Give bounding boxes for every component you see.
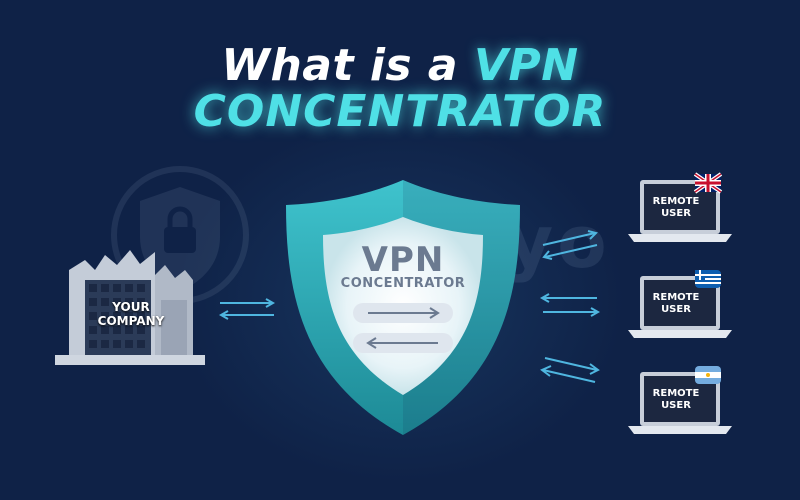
page-title-line1: What is a VPN	[0, 40, 800, 91]
laptop-icon	[628, 270, 732, 338]
company-building-icon	[55, 250, 205, 365]
greece-flag-icon	[695, 270, 721, 288]
remote-user-label: REMOTE USER	[652, 196, 700, 219]
laptop-icon	[628, 172, 732, 242]
remote-user-label: REMOTE USER	[652, 388, 700, 411]
concentrator-subtitle: CONCENTRATOR	[340, 276, 466, 291]
laptop-icon	[628, 366, 732, 434]
uk-flag-icon	[693, 172, 723, 194]
user1-arrow-pair	[542, 230, 598, 260]
vpn-shield-icon	[286, 180, 520, 435]
company-label: YOUR COMPANY	[97, 300, 165, 328]
remote-user-label: REMOTE USER	[652, 292, 700, 315]
title-highlight: VPN	[473, 40, 579, 91]
page-title-line2: CONCENTRATOR	[193, 86, 607, 137]
user3-arrow-pair	[540, 357, 600, 383]
company-arrow-pair	[218, 298, 276, 320]
concentrator-title: VPN	[361, 240, 445, 280]
title-prefix: What is a	[221, 40, 459, 91]
argentina-flag-icon	[695, 366, 721, 384]
user2-arrow-pair	[539, 293, 601, 317]
